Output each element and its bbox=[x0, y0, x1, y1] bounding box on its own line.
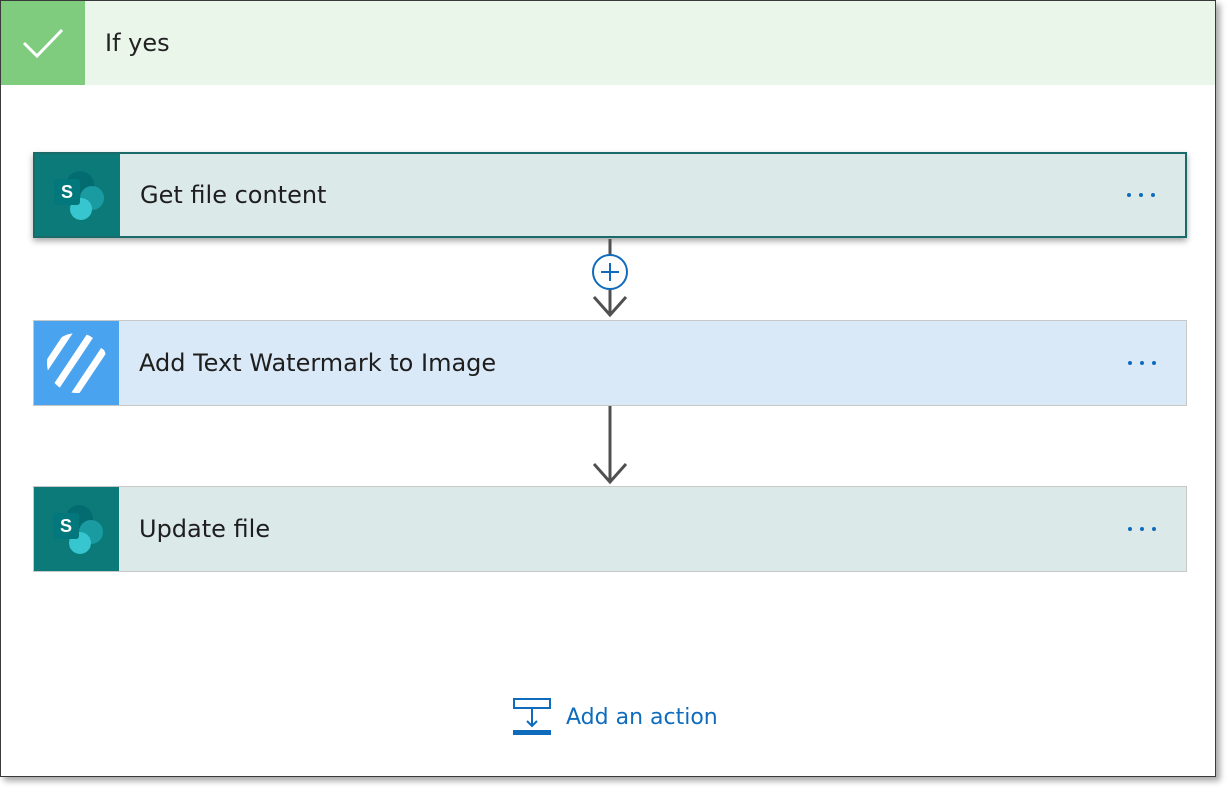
action-label: Update file bbox=[139, 515, 271, 543]
connector-arrow bbox=[592, 406, 628, 485]
add-action-label: Add an action bbox=[566, 704, 718, 730]
sharepoint-icon: S bbox=[35, 154, 120, 236]
svg-text:S: S bbox=[59, 516, 71, 536]
action-card-get-file-content[interactable]: S Get file content bbox=[33, 152, 1187, 238]
action-label: Get file content bbox=[140, 181, 327, 209]
more-options-icon[interactable] bbox=[1112, 509, 1172, 549]
sharepoint-icon: S bbox=[34, 487, 119, 571]
more-options-icon[interactable] bbox=[1111, 175, 1171, 215]
watermark-stripes-icon bbox=[34, 321, 119, 405]
checkmark-icon bbox=[1, 1, 85, 85]
branch-header[interactable]: If yes bbox=[1, 1, 1215, 85]
action-label: Add Text Watermark to Image bbox=[139, 349, 497, 377]
action-card-update-file[interactable]: S Update file bbox=[33, 486, 1187, 572]
add-action-button[interactable]: Add an action bbox=[512, 698, 718, 736]
svg-text:S: S bbox=[60, 182, 72, 202]
connector-arrow-insert bbox=[592, 239, 628, 318]
branch-title: If yes bbox=[105, 29, 170, 57]
condition-branch-panel: If yes S Get file content bbox=[0, 0, 1216, 777]
insert-step-icon bbox=[513, 698, 551, 735]
more-options-icon[interactable] bbox=[1112, 343, 1172, 383]
action-card-add-text-watermark[interactable]: Add Text Watermark to Image bbox=[33, 320, 1187, 406]
